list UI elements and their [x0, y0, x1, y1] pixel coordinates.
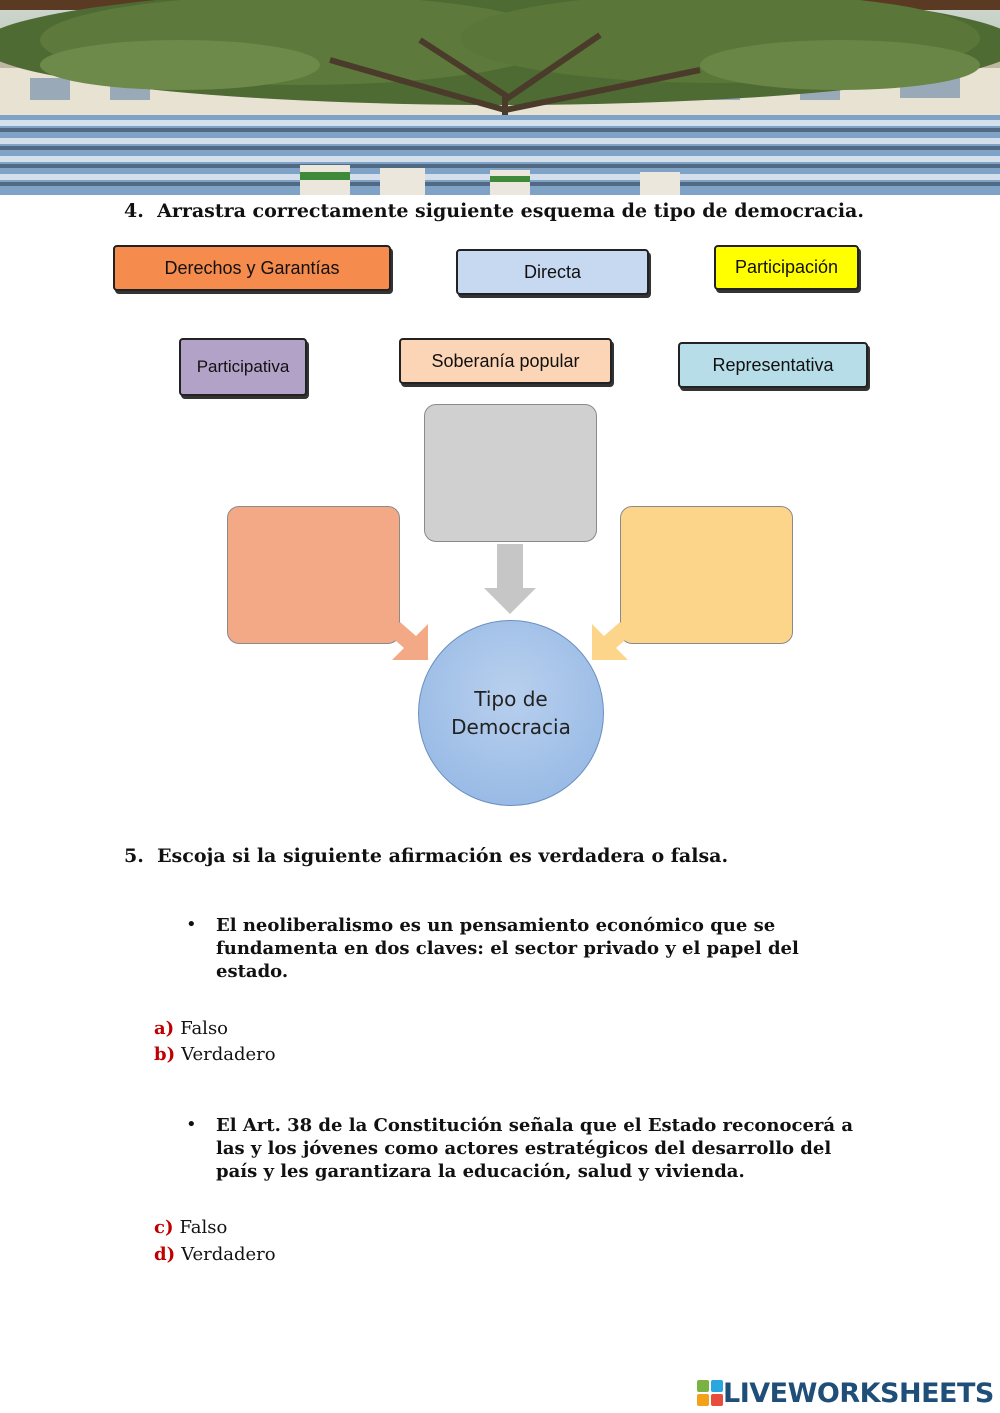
question-4-title: 4. Arrastra correctamente siguiente esqu… [124, 200, 864, 222]
option-a[interactable]: a)Falso [154, 1018, 228, 1039]
liveworksheets-logo: LIVEWORKSHEETS [697, 1377, 994, 1409]
question-5-text: Escoja si la siguiente afirmación es ver… [157, 845, 729, 867]
drop-box-left[interactable] [227, 506, 400, 644]
school-courtyard-photo [0, 0, 1000, 195]
chip-representativa[interactable]: Representativa [678, 342, 868, 388]
option-d-label: Verdadero [181, 1244, 276, 1265]
arrow-down-left-icon [592, 622, 632, 660]
option-d-letter: d) [154, 1244, 176, 1265]
statement-2: El Art. 38 de la Constitución señala que… [216, 1115, 853, 1182]
bullet-dot-icon: • [186, 1114, 197, 1135]
drop-box-top[interactable] [424, 404, 597, 542]
option-a-letter: a) [154, 1018, 175, 1039]
statement-1: El neoliberalismo es un pensamiento econ… [216, 915, 799, 982]
chip-directa[interactable]: Directa [456, 249, 649, 295]
arrow-down-icon [484, 544, 536, 614]
chip-participativa[interactable]: Participativa [179, 338, 307, 396]
banner-illustration [0, 0, 1000, 195]
question-5-title: 5. Escoja si la siguiente afirmación es … [124, 845, 728, 867]
chip-derechos-y-garantias[interactable]: Derechos y Garantías [113, 245, 391, 291]
option-d[interactable]: d)Verdadero [154, 1244, 276, 1265]
diagram-arrows [388, 544, 632, 660]
question-4-text: Arrastra correctamente siguiente esquema… [157, 200, 864, 222]
question-5-number: 5. [124, 845, 144, 867]
option-b-label: Verdadero [181, 1044, 276, 1065]
option-c-letter: c) [154, 1217, 174, 1238]
bullet-dot-icon: • [186, 914, 197, 935]
question-4-number: 4. [124, 200, 144, 222]
drop-box-right[interactable] [620, 506, 793, 644]
option-c-label: Falso [179, 1217, 228, 1238]
option-b-letter: b) [154, 1044, 176, 1065]
liveworksheets-brand: LIVEWORKSHEETS [723, 1377, 994, 1409]
option-a-label: Falso [180, 1018, 229, 1039]
liveworksheets-logo-icon [697, 1380, 723, 1406]
center-circle-tipo-de-democracia: Tipo de Democracia [418, 620, 604, 806]
center-circle-line1: Tipo de [474, 687, 548, 711]
chip-soberania-popular[interactable]: Soberanía popular [399, 338, 612, 384]
chip-participacion[interactable]: Participación [714, 245, 859, 290]
arrow-down-right-icon [388, 622, 428, 660]
option-c[interactable]: c)Falso [154, 1217, 227, 1238]
center-circle-line2: Democracia [451, 715, 571, 739]
option-b[interactable]: b)Verdadero [154, 1044, 276, 1065]
